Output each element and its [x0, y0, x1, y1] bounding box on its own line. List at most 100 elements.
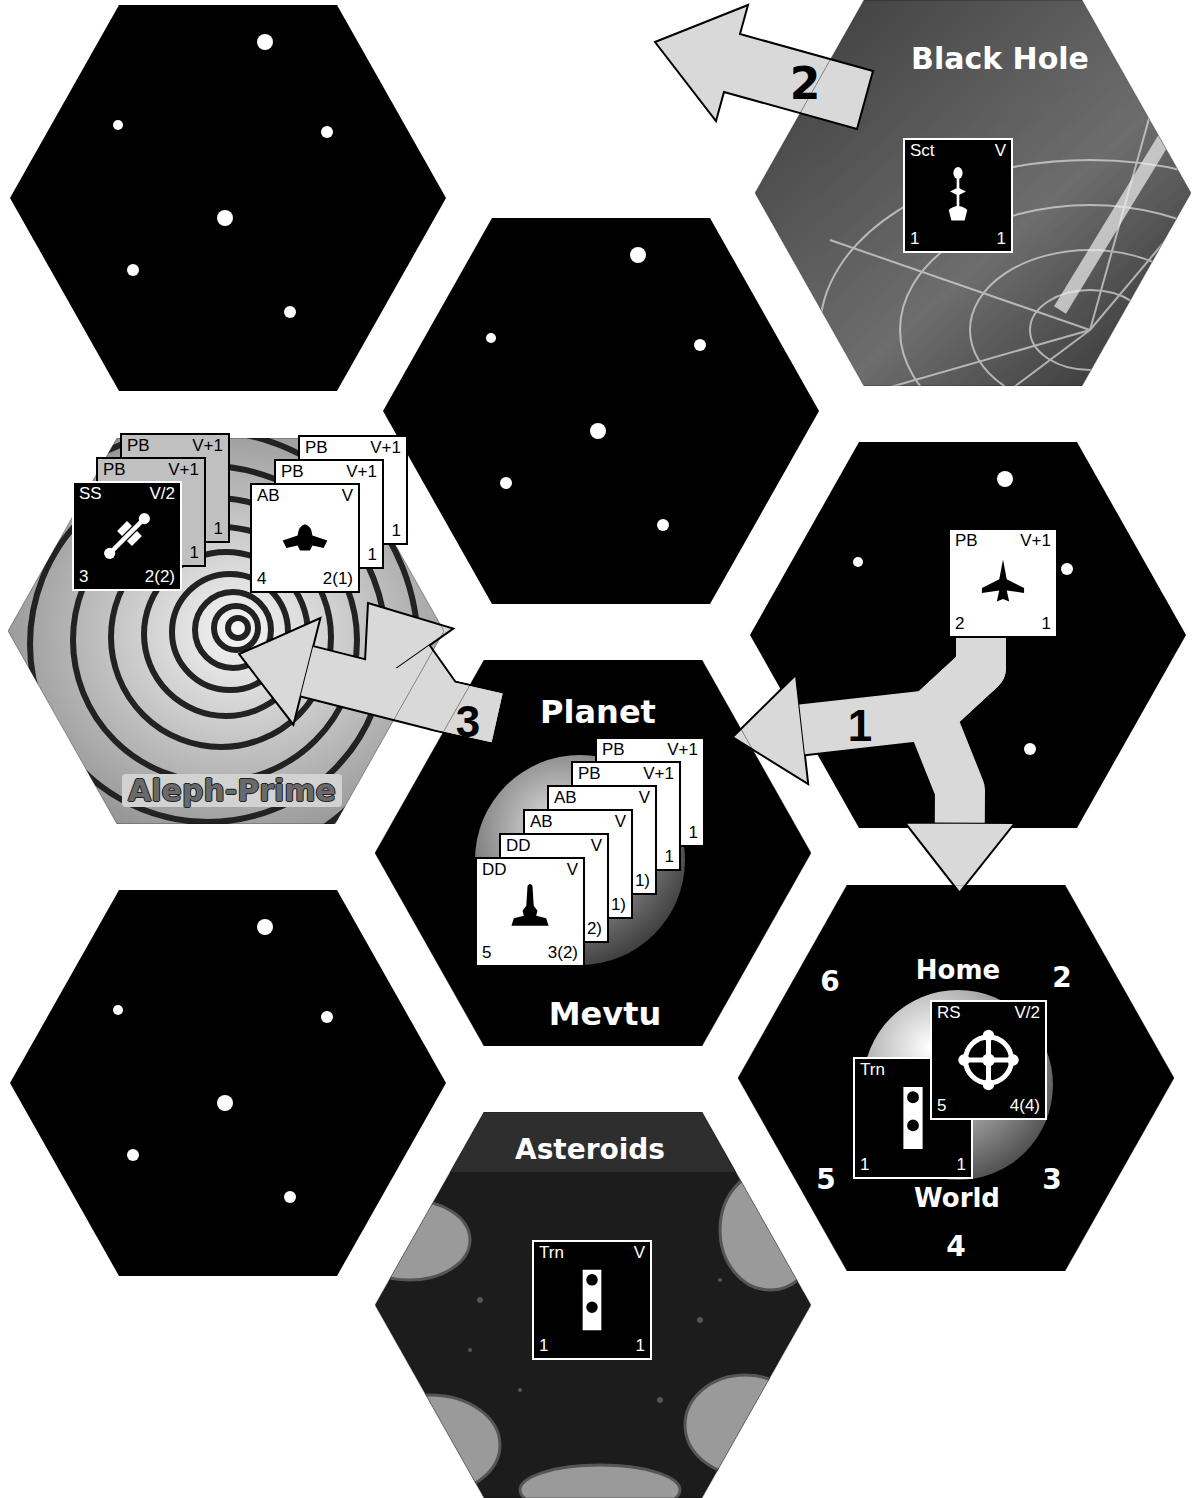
asteroid-art	[350, 1112, 820, 1498]
unit-type: Trn	[539, 1244, 564, 1263]
hex-name: Asteroids	[515, 1135, 665, 1166]
hex-name: World	[914, 1184, 1000, 1213]
move-rating: V	[591, 837, 602, 856]
hex-name: Home	[916, 956, 1000, 985]
unit-strength: 2(2)	[145, 568, 175, 587]
unit-type: AB	[530, 813, 553, 832]
map-hex: HomeWorld Trn 1 1 RS V/2 5 4(4)	[738, 885, 1174, 1271]
unit-counter: PBV+121	[948, 528, 1058, 638]
ab-icon	[272, 507, 338, 569]
ss-icon	[94, 505, 160, 567]
move-rating: V	[615, 813, 626, 832]
unit-type: DD	[506, 837, 531, 856]
unit-type: PB	[103, 461, 126, 480]
unit-strength: 1	[636, 1337, 645, 1356]
move-rating: V	[639, 789, 650, 808]
unit-strength: 1	[214, 520, 223, 539]
unit-strength: 2(1)	[323, 570, 353, 589]
map-hex: PlanetMevtuPBV+11PBV+11ABV1)ABV1)DDV2)DD…	[375, 660, 811, 1046]
home-world-art	[738, 885, 1174, 1271]
unit-counter: Sct V 1 1	[903, 138, 1013, 253]
move-arrow	[408, 660, 497, 718]
move-rating: V+1	[168, 461, 199, 480]
hexside-number: 5	[816, 1165, 835, 1196]
unit-cost: 3	[79, 568, 88, 587]
unit-counter: SS V/2 3 2(2)	[72, 481, 182, 591]
unit-strength: 1	[368, 546, 377, 565]
sct-icon	[925, 162, 991, 229]
hex-outline	[375, 1112, 811, 1498]
move-number: 3	[456, 698, 480, 746]
unit-strength: 1	[689, 824, 698, 843]
rs-icon	[952, 1024, 1025, 1096]
unit-type: Trn	[860, 1061, 885, 1080]
unit-strength: 1)	[635, 872, 650, 891]
unit-strength: 2)	[587, 920, 602, 939]
unit-strength: 1	[1042, 615, 1051, 634]
unit-strength: 1)	[611, 896, 626, 915]
hex-outline	[738, 885, 1174, 1271]
unit-type: AB	[554, 789, 577, 808]
unit-strength: 1	[665, 848, 674, 867]
dd-icon	[497, 881, 563, 943]
map-hex: Black HoleSct V 1 1	[755, 0, 1191, 386]
unit-counter: AB V 4 2(1)	[250, 483, 360, 593]
unit-cost: 1	[910, 230, 919, 249]
hex-name: Planet	[540, 695, 656, 730]
unit-strength: 3(2)	[548, 944, 578, 963]
move-rating: V	[567, 861, 578, 880]
move-arrow	[408, 660, 497, 718]
unit-counter: Trn V 1 1	[532, 1240, 652, 1360]
move-rating: V+1	[667, 741, 698, 760]
move-number: 2	[790, 60, 821, 108]
hex-name: Mevtu	[549, 997, 661, 1032]
unit-strength: 1	[957, 1156, 966, 1175]
hexside-number: 6	[820, 967, 839, 998]
hexside-number: 2	[1052, 963, 1071, 994]
move-rating: V/2	[149, 485, 175, 504]
move-number: 1	[848, 702, 872, 750]
unit-counter: DD V 5 3(2)	[475, 857, 585, 967]
move-rating: V+1	[346, 463, 377, 482]
unit-type: PB	[955, 532, 978, 551]
unit-type: RS	[937, 1004, 961, 1023]
unit-cost: 1	[860, 1156, 869, 1175]
unit-type: PB	[127, 437, 150, 456]
unit-strength: 1	[190, 544, 199, 563]
hex-outline	[375, 660, 811, 1046]
move-rating: V+1	[192, 437, 223, 456]
unit-type: Sct	[910, 142, 935, 161]
unit-counter: RS V/2 5 4(4)	[930, 1000, 1047, 1120]
unit-type: SS	[79, 485, 102, 504]
arrow-head	[733, 675, 809, 784]
trn-icon	[554, 1264, 630, 1336]
map-hex: AsteroidsTrn V 1 1	[375, 1112, 811, 1498]
unit-type: PB	[281, 463, 304, 482]
move-rating: V+1	[643, 765, 674, 784]
hexside-number: 3	[1042, 1165, 1061, 1196]
move-rating: V/2	[1014, 1004, 1040, 1023]
hex-name: Black Hole	[911, 42, 1089, 75]
unit-cost: 1	[539, 1337, 548, 1356]
move-arrow	[930, 638, 981, 823]
unit-type: PB	[602, 741, 625, 760]
move-rating: V	[342, 487, 353, 506]
planet-art	[375, 660, 811, 1046]
move-rating: V	[995, 142, 1006, 161]
move-rating: V	[634, 1244, 645, 1263]
unit-type: PB	[305, 439, 328, 458]
hex-name: Aleph-Prime	[122, 774, 342, 807]
unit-cost: 4	[257, 570, 266, 589]
pb-icon	[970, 552, 1036, 614]
unit-strength: 4(4)	[1010, 1097, 1040, 1116]
move-arrow	[930, 638, 981, 823]
unit-cost: 5	[482, 944, 491, 963]
unit-cost: 5	[937, 1097, 946, 1116]
unit-type: DD	[482, 861, 507, 880]
unit-strength: 1	[997, 230, 1006, 249]
unit-type: AB	[257, 487, 280, 506]
hex-outline	[755, 0, 1191, 386]
arrow-head	[905, 822, 1015, 892]
hexside-number: 4	[946, 1232, 965, 1263]
unit-cost: 2	[955, 615, 964, 634]
